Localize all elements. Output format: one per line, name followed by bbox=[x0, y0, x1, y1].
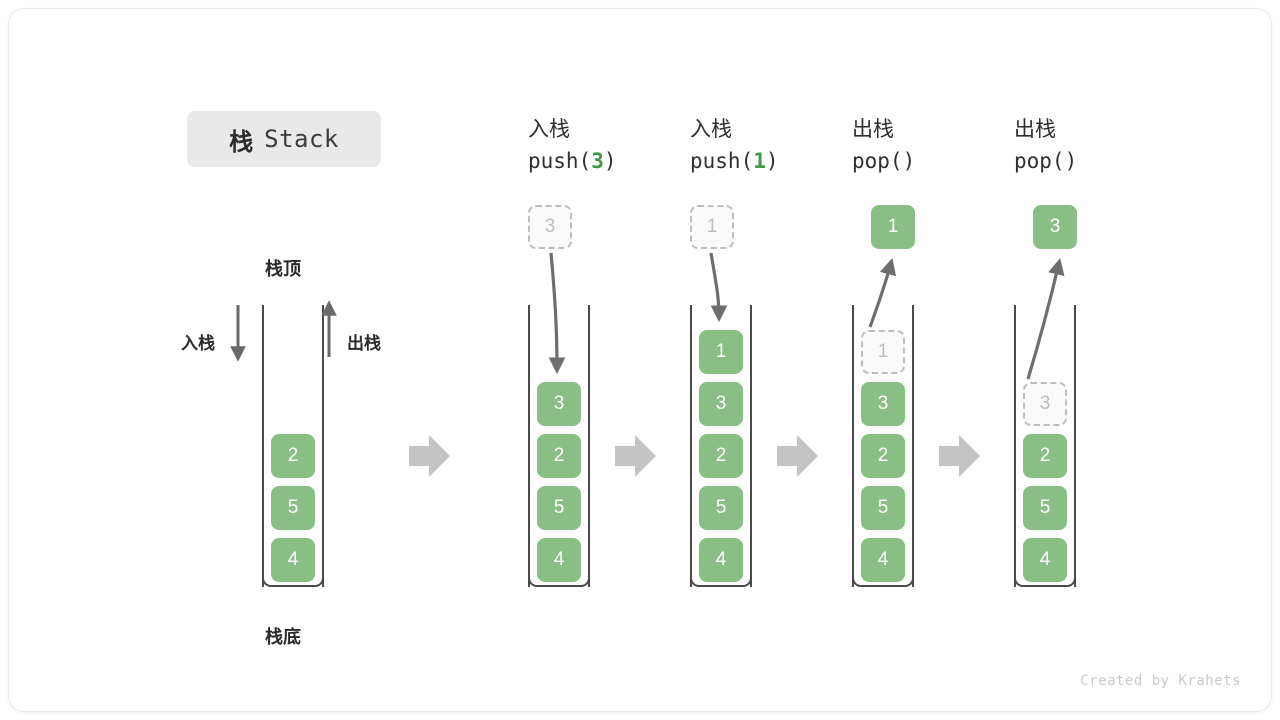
stack-element: 2 bbox=[537, 434, 581, 478]
stack-element: 2 bbox=[271, 434, 315, 478]
stack-element: 5 bbox=[1023, 486, 1067, 530]
column-header-push-3: 入栈 push(3) bbox=[528, 115, 617, 177]
stack-element: 3 bbox=[699, 382, 743, 426]
stack-wall-left bbox=[690, 305, 692, 587]
stack-element: 4 bbox=[1023, 538, 1067, 582]
stack-floor bbox=[690, 573, 752, 587]
code-prefix: pop( bbox=[852, 149, 903, 173]
stage-transition-arrow bbox=[615, 435, 656, 477]
stack-element: 4 bbox=[861, 538, 905, 582]
stack-element: 3 bbox=[861, 382, 905, 426]
floating-ghost-element: 3 bbox=[528, 205, 572, 249]
stack-wall-left bbox=[852, 305, 854, 587]
stack-element: 4 bbox=[699, 538, 743, 582]
stack-element: 5 bbox=[699, 486, 743, 530]
stage-transition-arrow bbox=[939, 435, 980, 477]
header-operation-cn: 出栈 bbox=[1014, 118, 1056, 141]
title-chip: 栈 Stack bbox=[187, 111, 381, 167]
code-suffix: ) bbox=[603, 149, 617, 173]
stack-element: 2 bbox=[1023, 434, 1067, 478]
code-prefix: pop( bbox=[1014, 149, 1065, 173]
header-operation-code: push(3) bbox=[528, 145, 617, 177]
stack-element: 1 bbox=[699, 330, 743, 374]
header-operation-code: pop() bbox=[1014, 145, 1077, 177]
code-suffix: ) bbox=[765, 149, 779, 173]
pop-direction-label: 出栈 bbox=[347, 334, 381, 353]
stack-floor bbox=[1014, 573, 1076, 587]
stack-wall-left bbox=[1014, 305, 1016, 587]
popped-element: 3 bbox=[1033, 205, 1077, 249]
stack-element: 2 bbox=[861, 434, 905, 478]
diagram-stage: 栈 Stack 栈顶 入栈 出栈 2 5 4 栈底 入栈 push(3) 3 3… bbox=[9, 9, 1271, 711]
stage-transition-arrow bbox=[777, 435, 818, 477]
popped-element: 1 bbox=[871, 205, 915, 249]
stack-floor bbox=[852, 573, 914, 587]
stack-frame-push-3 bbox=[528, 305, 590, 587]
header-operation-code: push(1) bbox=[690, 145, 779, 177]
push-direction-label: 入栈 bbox=[181, 334, 215, 353]
stack-frame-pop-3 bbox=[1014, 305, 1076, 587]
stack-wall-right bbox=[1074, 305, 1076, 587]
code-prefix: push( bbox=[528, 149, 592, 173]
stack-element: 3 bbox=[537, 382, 581, 426]
stack-element: 5 bbox=[537, 486, 581, 530]
stack-floor bbox=[528, 573, 590, 587]
removed-ghost-element: 1 bbox=[861, 330, 905, 374]
stack-top-label: 栈顶 bbox=[265, 259, 301, 279]
stack-element: 2 bbox=[699, 434, 743, 478]
header-operation-cn: 出栈 bbox=[852, 118, 894, 141]
stack-wall-right bbox=[912, 305, 914, 587]
stack-wall-right bbox=[322, 305, 324, 587]
column-header-pop-3: 出栈 pop() bbox=[1014, 115, 1077, 177]
stack-element: 4 bbox=[271, 538, 315, 582]
stack-frame-pop-1 bbox=[852, 305, 914, 587]
stack-bottom-label: 栈底 bbox=[265, 627, 301, 647]
code-arg: 3 bbox=[591, 149, 604, 173]
floating-ghost-element: 1 bbox=[690, 205, 734, 249]
code-prefix: push( bbox=[690, 149, 754, 173]
stack-frame-initial bbox=[262, 305, 324, 587]
stack-wall-right bbox=[750, 305, 752, 587]
code-arg: 1 bbox=[753, 149, 766, 173]
code-suffix: ) bbox=[1064, 149, 1078, 173]
code-suffix: ) bbox=[902, 149, 916, 173]
header-operation-cn: 入栈 bbox=[690, 118, 732, 141]
diagram-card: 栈 Stack 栈顶 入栈 出栈 2 5 4 栈底 入栈 push(3) 3 3… bbox=[8, 8, 1272, 712]
stack-element: 5 bbox=[271, 486, 315, 530]
stack-wall-right bbox=[588, 305, 590, 587]
stack-element: 4 bbox=[537, 538, 581, 582]
stack-element: 5 bbox=[861, 486, 905, 530]
title-cn: 栈 bbox=[229, 128, 255, 156]
stack-wall-left bbox=[262, 305, 264, 587]
header-operation-code: pop() bbox=[852, 145, 915, 177]
removed-ghost-element: 3 bbox=[1023, 382, 1067, 426]
stack-floor bbox=[262, 573, 324, 587]
stage-transition-arrow bbox=[409, 435, 450, 477]
column-header-pop-1: 出栈 pop() bbox=[852, 115, 915, 177]
watermark: Created by Krahets bbox=[1080, 673, 1241, 689]
stack-frame-push-1 bbox=[690, 305, 752, 587]
stack-wall-left bbox=[528, 305, 530, 587]
header-operation-cn: 入栈 bbox=[528, 118, 570, 141]
column-header-push-1: 入栈 push(1) bbox=[690, 115, 779, 177]
title-en: Stack bbox=[264, 125, 339, 153]
